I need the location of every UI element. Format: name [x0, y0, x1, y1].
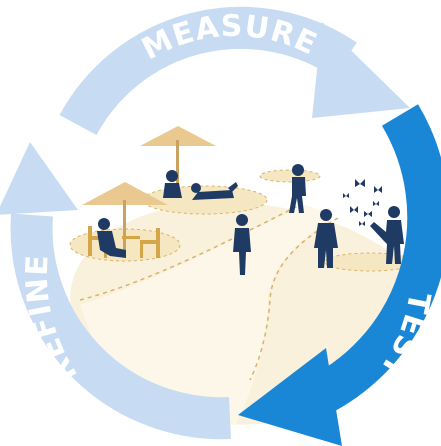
zone-walk: [259, 169, 321, 183]
person-standing-icon: [314, 209, 338, 268]
person-sitting-icon: [163, 170, 182, 198]
dashed-path-edge-left: [79, 204, 301, 301]
person-standing-icon: [370, 206, 404, 264]
umbrella-icon: [82, 182, 168, 255]
test-arrow: [238, 104, 441, 446]
person-lying-icon: [191, 182, 238, 200]
zone-lounge: [142, 185, 268, 215]
dashed-path-edge-right: [249, 217, 339, 381]
person-sitting-icon: [97, 218, 126, 258]
person-walking-icon: [233, 214, 251, 275]
person-walking-icon: [289, 164, 306, 213]
measure-arrow: [59, 6, 410, 136]
chair-icon: [140, 228, 160, 258]
path-lane: [80, 205, 335, 425]
refine-arrow: [0, 142, 231, 440]
umbrella-icon: [140, 126, 216, 192]
butterfly-icon: [343, 179, 382, 226]
table-icon: [122, 236, 140, 239]
